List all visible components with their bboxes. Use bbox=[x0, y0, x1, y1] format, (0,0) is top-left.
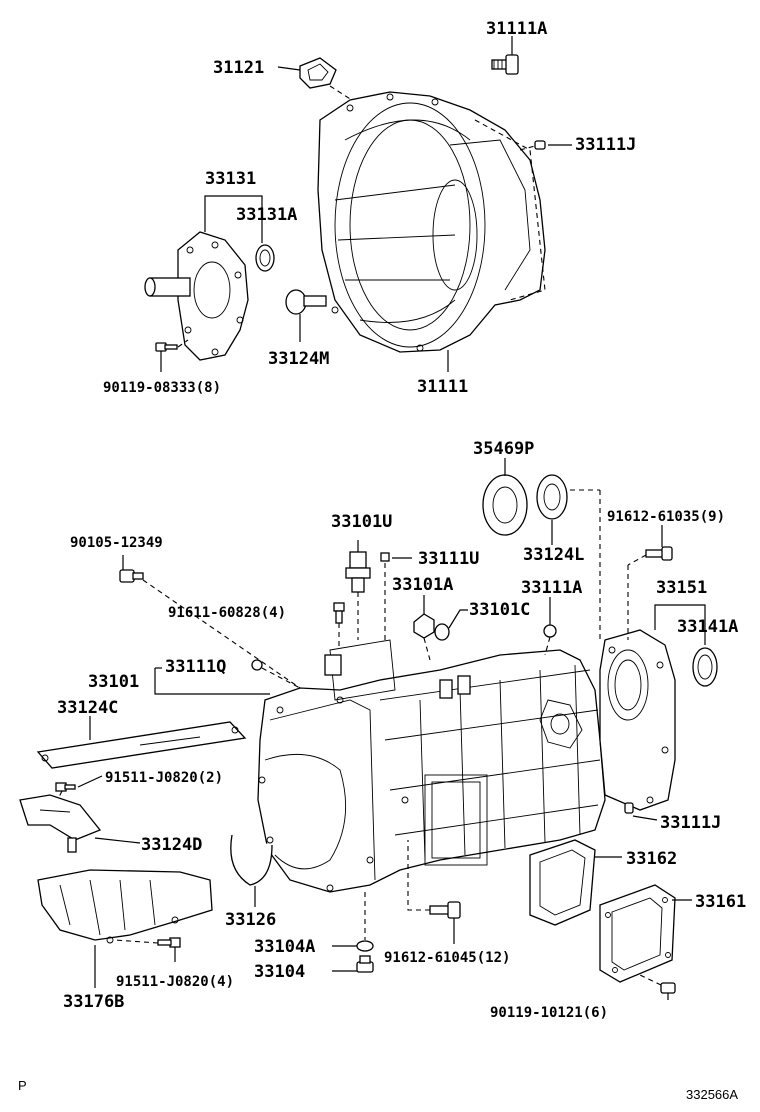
pin-33111j-top-part bbox=[534, 140, 546, 150]
bearing-35469p-part bbox=[482, 474, 528, 536]
label-33131a: 33131A bbox=[236, 205, 297, 225]
bolt-91612-61045-part bbox=[429, 901, 461, 919]
extension-housing-33151-part bbox=[599, 629, 676, 811]
bolt-91612-61035-part bbox=[645, 546, 673, 561]
bolt-90119-08333-part bbox=[155, 342, 178, 352]
label-33141a: 33141A bbox=[677, 617, 738, 637]
bolt-91511-j0820-2-part bbox=[55, 782, 76, 792]
label-33111j-bottom: 33111J bbox=[660, 813, 721, 833]
label-33111u: 33111U bbox=[418, 549, 479, 569]
label-90119-10121: 90119-10121(6) bbox=[490, 1005, 608, 1021]
snap-ring-33126-part bbox=[230, 834, 273, 886]
plug-33111u-part bbox=[380, 552, 390, 562]
pin-33111j-bottom-part bbox=[624, 802, 634, 814]
footer-figure-id: 332566A bbox=[686, 1087, 738, 1102]
label-33126: 33126 bbox=[225, 910, 276, 930]
label-33111q: 33111Q bbox=[165, 657, 226, 677]
bolt-90105-12349-part bbox=[119, 569, 144, 583]
bearing-retainer-33131-part bbox=[144, 231, 249, 361]
bolt-91611-60828-part bbox=[333, 602, 345, 624]
label-33111a: 33111A bbox=[521, 578, 582, 598]
label-33101: 33101 bbox=[88, 672, 139, 692]
label-90119-08333: 90119-08333(8) bbox=[103, 380, 221, 396]
label-31111a: 31111A bbox=[486, 19, 547, 39]
label-91511-j0820-4: 91511-J0820(4) bbox=[116, 974, 234, 990]
bolt-31111a-part bbox=[491, 54, 519, 75]
label-33151: 33151 bbox=[656, 578, 707, 598]
label-33104a: 33104A bbox=[254, 937, 315, 957]
transmission-case-33101-part bbox=[257, 639, 606, 893]
label-91612-61045: 91612-61045(12) bbox=[384, 950, 510, 966]
label-31111: 31111 bbox=[417, 377, 468, 397]
retainer-33124l-part bbox=[536, 474, 568, 520]
drain-plug-33104-part bbox=[356, 955, 374, 973]
label-33131: 33131 bbox=[205, 169, 256, 189]
label-91612-61035: 91612-61035(9) bbox=[607, 509, 725, 525]
plug-33111a-part bbox=[543, 624, 557, 638]
label-33162: 33162 bbox=[626, 849, 677, 869]
oil-seal-33141a-part bbox=[692, 647, 718, 687]
label-33101c: 33101C bbox=[469, 600, 530, 620]
bolt-90119-10121-part bbox=[660, 982, 676, 994]
cover-33161-part bbox=[599, 884, 676, 983]
label-33124c: 33124C bbox=[57, 698, 118, 718]
breather-plug-33101u-part bbox=[345, 551, 371, 593]
label-33101a: 33101A bbox=[392, 575, 453, 595]
bolt-91511-j0820-4-part bbox=[157, 937, 181, 948]
oil-seal-33131a-part bbox=[255, 244, 275, 272]
cover-33176b-part bbox=[37, 869, 213, 944]
label-33176b: 33176B bbox=[63, 992, 124, 1012]
label-33161: 33161 bbox=[695, 892, 746, 912]
label-35469p: 35469P bbox=[473, 439, 534, 459]
label-33124d: 33124D bbox=[141, 835, 202, 855]
label-33101u: 33101U bbox=[331, 512, 392, 532]
label-90105-12349: 90105-12349 bbox=[70, 535, 163, 551]
ball-stud-33124m-part bbox=[285, 289, 327, 315]
plug-33111q-part bbox=[251, 659, 263, 671]
plug-33101a-part bbox=[413, 613, 435, 639]
footer-left-code: P bbox=[18, 1078, 27, 1093]
label-91611-60828: 91611-60828(4) bbox=[168, 605, 286, 621]
gasket-33162-part bbox=[529, 839, 596, 926]
clutch-housing-31111-part bbox=[317, 91, 546, 353]
label-33104: 33104 bbox=[254, 962, 305, 982]
label-33124m: 33124M bbox=[268, 349, 329, 369]
label-31121: 31121 bbox=[213, 58, 264, 78]
gasket-33104a-part bbox=[356, 940, 374, 952]
grommet-31121-part bbox=[299, 57, 337, 89]
plate-33124c-part bbox=[36, 721, 247, 769]
label-91511-j0820-2: 91511-J0820(2) bbox=[105, 770, 223, 786]
bracket-33124d-part bbox=[19, 794, 102, 853]
label-33111j-top: 33111J bbox=[575, 135, 636, 155]
gasket-33101c-part bbox=[434, 623, 450, 641]
label-33124l: 33124L bbox=[523, 545, 584, 565]
